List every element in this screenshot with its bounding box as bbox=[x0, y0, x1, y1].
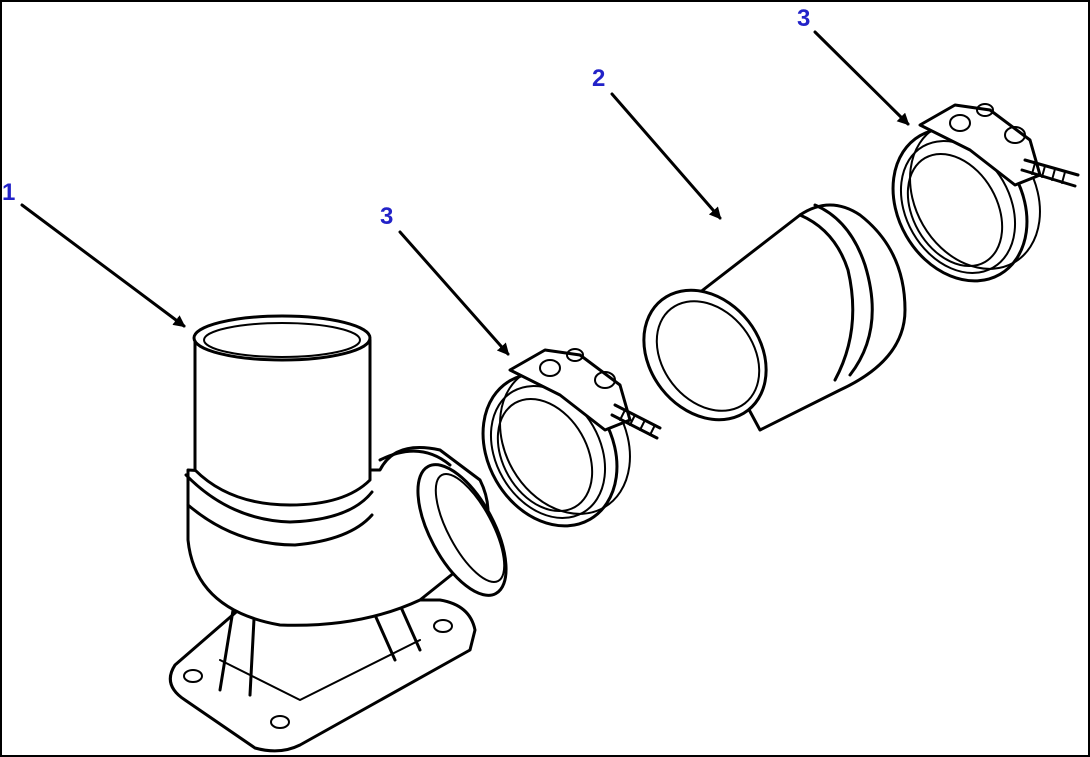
band-clamp-part-lower bbox=[481, 348, 662, 528]
leader-line-2 bbox=[610, 92, 722, 220]
leader-line-3a bbox=[398, 230, 510, 356]
callout-3a: 3 bbox=[380, 203, 393, 230]
leader-line-1 bbox=[20, 203, 186, 328]
leader-line-3b bbox=[813, 30, 910, 126]
callout-1: 1 bbox=[2, 179, 15, 206]
callout-3b: 3 bbox=[797, 5, 810, 32]
band-clamp-part-upper bbox=[891, 103, 1080, 283]
callout-2: 2 bbox=[592, 65, 605, 92]
elbow-pipe-part bbox=[168, 314, 508, 753]
connector-sleeve-part bbox=[642, 203, 907, 432]
